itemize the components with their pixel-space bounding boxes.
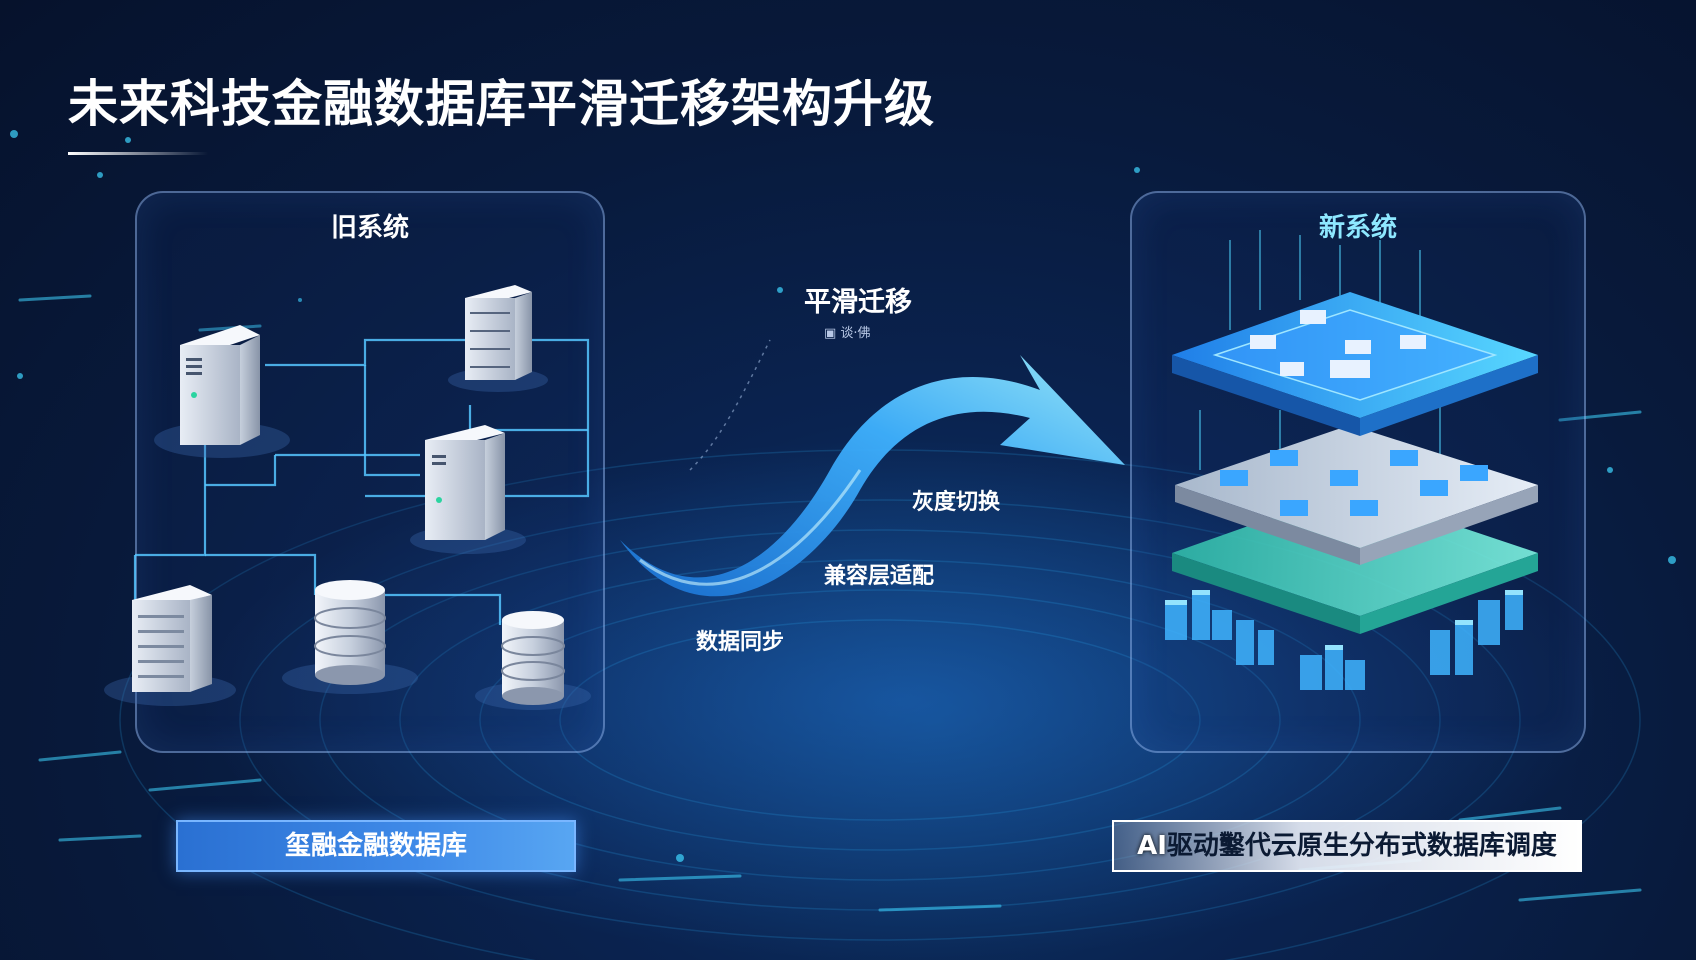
database-icon <box>282 580 418 694</box>
new-system-banner-text: 驱动鑿代云原生分布式数据库调度 <box>1166 831 1557 861</box>
page-title: 未来科技金融数据库平滑迁移架构升级 <box>68 75 935 133</box>
step-gray-switch: 灰度切换 <box>912 490 1001 515</box>
title-underline <box>68 152 208 155</box>
compute-layer <box>1172 292 1538 436</box>
ai-label: AI <box>1137 831 1167 861</box>
service-layer <box>1175 425 1538 565</box>
database-icon <box>475 611 591 710</box>
server-icon <box>154 325 290 458</box>
old-system-title: 旧系统 <box>330 213 409 243</box>
migration-subtitle: ▣ 谈·佛 <box>824 326 871 341</box>
building-icon <box>104 585 236 706</box>
step-compat-layer: 兼容层适配 <box>824 564 935 589</box>
server-icon <box>448 285 548 392</box>
new-system-banner: AI驱动鑿代云原生分布式数据库调度 <box>1112 820 1582 872</box>
step-data-sync: 数据同步 <box>696 630 785 655</box>
old-system-banner: 玺融金融数据库 <box>176 820 576 872</box>
migration-title: 平滑迁移 <box>804 287 912 318</box>
cloud-nodes <box>1165 590 1523 690</box>
server-icon <box>410 425 526 554</box>
new-system-title: 新系统 <box>1318 213 1397 243</box>
migration-arrow <box>620 355 1125 597</box>
